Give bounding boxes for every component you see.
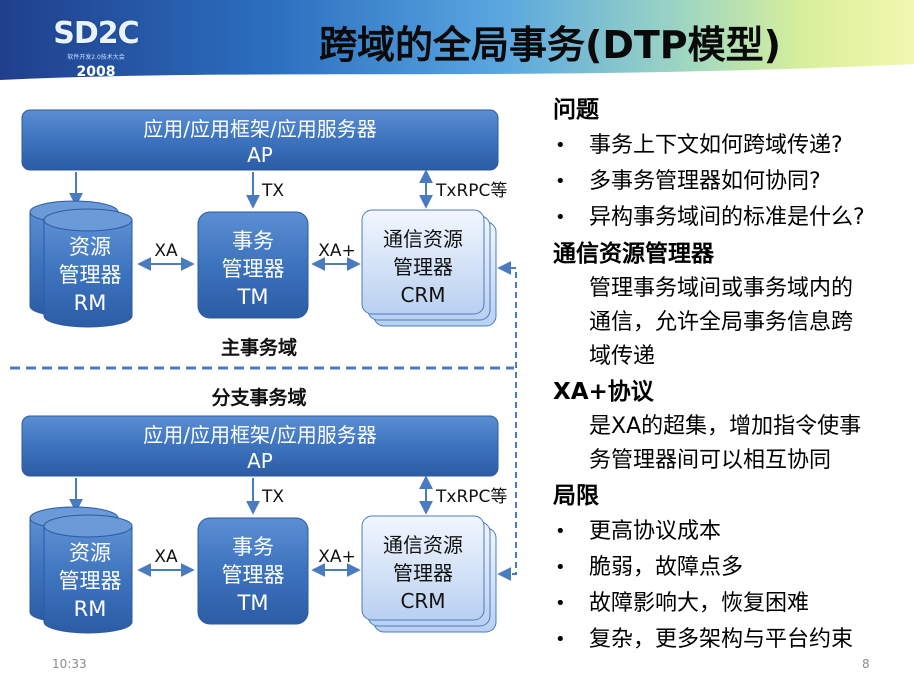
rm-line1: 资源 (69, 235, 111, 259)
limit-item: 复杂，更多架构与平台约束 (553, 622, 914, 658)
limit-item: 更高协议成本 (553, 514, 914, 550)
ap-abbr: AP (247, 143, 273, 167)
section-crm-heading: 通信资源管理器 (553, 241, 714, 267)
xa-text-line: 务管理器间可以相互协同 (589, 448, 832, 473)
tm-box (197, 211, 309, 319)
crm-link (497, 261, 517, 581)
footer-time: 10:33 (52, 657, 87, 671)
header-wave (0, 64, 914, 98)
txrpc-label: TxRPC等 (435, 181, 507, 201)
crm-line1: 通信资源 (383, 227, 463, 251)
section-questions-heading: 问题 (553, 97, 599, 123)
crm-text-line: 域传递 (589, 344, 656, 369)
crm-line3: CRM (400, 283, 445, 307)
tm-line2: 管理器 (222, 257, 285, 281)
limit-item: 脆弱，故障点多 (553, 550, 914, 586)
xa-plus-label: XA+ (318, 241, 356, 261)
xa-label: XA (154, 241, 178, 261)
question-item: 异构事务域间的标准是什么? (553, 200, 914, 236)
logo-mark: SD2C (53, 16, 139, 51)
explanation-panel: 问题 事务上下文如何跨域传递? 多事务管理器如何协同? 异构事务域间的标准是什么… (553, 92, 914, 658)
dtp-diagram: 应用/应用框架/应用服务器 AP TX TxRPC等 资源 管理器 RM XA … (10, 109, 517, 634)
logo: SD2C 软件开发2.0技术大会 2008 (46, 8, 146, 82)
rm-line3-branch: RM (74, 597, 107, 621)
rm-line2-branch: 管理器 (59, 569, 122, 593)
limit-item: 故障影响大，恢复困难 (553, 586, 914, 622)
txrpc-label-branch: TxRPC等 (435, 487, 507, 507)
xa-plus-label-branch: XA+ (318, 547, 356, 567)
logo-subtitle: 软件开发2.0技术大会 (67, 54, 125, 61)
domain-label-main: 主事务域 (221, 336, 297, 359)
domain-label-branch: 分支事务域 (211, 386, 306, 409)
rm-line2: 管理器 (59, 263, 122, 287)
crm-line1-branch: 通信资源 (383, 533, 463, 557)
page-title: 跨域的全局事务(DTP模型) (318, 23, 782, 67)
crm-text-line: 管理事务域间或事务域内的 (589, 276, 854, 301)
section-xa-plus-heading: XA+协议 (553, 379, 654, 405)
page-number: 8 (862, 657, 870, 671)
main-transaction-domain: 应用/应用框架/应用服务器 AP TX TxRPC等 资源 管理器 RM XA … (21, 109, 507, 359)
tx-label-branch: TX (261, 487, 284, 507)
tm-line1: 事务 (232, 229, 274, 253)
section-limits-heading: 局限 (553, 483, 599, 509)
crm-text-line: 通信，允许全局事务信息跨 (589, 310, 854, 335)
crm-box-branch (361, 515, 485, 621)
rm-cylinder (29, 200, 133, 328)
crm-line2-branch: 管理器 (393, 561, 453, 585)
xa-label-branch: XA (154, 547, 178, 567)
header-banner: SD2C 软件开发2.0技术大会 2008 跨域的全局事务(DTP模型) (0, 0, 914, 98)
rm-cylinder-branch (29, 506, 133, 634)
ap-label: 应用/应用框架/应用服务器 (143, 117, 376, 141)
ap-label-branch: 应用/应用框架/应用服务器 (143, 423, 376, 447)
question-item: 事务上下文如何跨域传递? (553, 128, 914, 164)
ap-abbr-branch: AP (247, 449, 273, 473)
branch-transaction-domain: 分支事务域 应用/应用框架/应用服务器 AP TX TxRPC等 资源 管理器 … (21, 386, 507, 634)
tx-label: TX (261, 181, 284, 201)
xa-text-line: 是XA的超集，增加指令使事 (589, 414, 862, 439)
ap-box-branch (21, 415, 499, 477)
crm-line2: 管理器 (393, 255, 453, 279)
ap-box (21, 109, 499, 171)
logo-year: 2008 (76, 64, 116, 80)
tm-line2-branch: 管理器 (222, 563, 285, 587)
crm-line3-branch: CRM (400, 589, 445, 613)
rm-line3: RM (74, 291, 107, 315)
crm-box (361, 209, 485, 315)
tm-box-branch (197, 517, 309, 625)
tm-line3-branch: TM (237, 591, 269, 615)
rm-line1-branch: 资源 (69, 541, 111, 565)
tm-line3: TM (237, 285, 269, 309)
question-item: 多事务管理器如何协同? (553, 164, 914, 200)
tm-line1-branch: 事务 (232, 535, 274, 559)
